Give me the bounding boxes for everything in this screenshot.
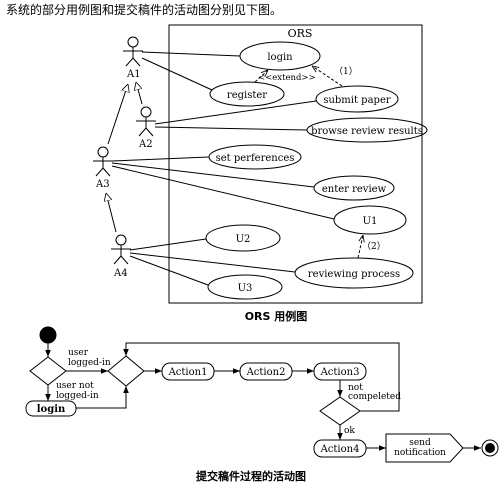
use-case-u3-label: U3: [238, 283, 253, 294]
relation-2-reviewing-u1: [357, 235, 363, 259]
actor-a3-label: A3: [95, 179, 110, 190]
use-case-u3: [207, 274, 283, 300]
activity-login-label: login: [37, 404, 66, 415]
notification-label: notification: [394, 448, 446, 458]
final-node: [481, 439, 499, 457]
relation-1-submit-login: [312, 66, 343, 87]
actor-a2: [136, 106, 156, 137]
guard-not-logged-in-label: logged-in: [56, 391, 99, 401]
use-case-register: [209, 81, 285, 107]
flow-login-merge: [76, 386, 129, 409]
guard-compeleted-label: compeleted: [348, 392, 401, 402]
activity-diagram: user logged-in user not logged-in login …: [25, 326, 499, 483]
assoc-a1-login: [141, 51, 241, 57]
assoc-a4-u3: [129, 255, 209, 286]
relation-1-label: （1）: [334, 66, 358, 77]
use-case-reviewing-process: [294, 257, 414, 289]
guard-logged-in-label: logged-in: [68, 358, 111, 368]
guard-not-label: not: [348, 383, 363, 393]
use-case-u1-label: U1: [363, 216, 378, 227]
actor-a3: [93, 146, 113, 177]
guard-user-label: user: [68, 348, 89, 358]
intro-text: 系统的部分用例图和提交稿件的活动图分别见下图。: [6, 3, 283, 17]
actor-a1-label: A1: [126, 69, 141, 80]
activity-action4-label: Action4: [320, 444, 360, 455]
actor-a4: [111, 234, 131, 265]
extend-register-login: [254, 70, 268, 83]
use-case-login-label: login: [267, 52, 293, 63]
actor-a4-label: A4: [113, 268, 128, 279]
system-boundary: [168, 24, 423, 304]
use-case-submit-paper-label: submit paper: [323, 95, 391, 106]
use-case-set-preferences-label: set perferences: [216, 153, 295, 164]
assoc-a4-u2: [129, 238, 207, 251]
send-signal-notification: [385, 433, 464, 463]
assoc-a2-browse: [154, 126, 308, 131]
guard-user-not-label: user not: [56, 381, 94, 391]
extend-label: <<extend>>: [258, 73, 316, 83]
activity-action1-label: Action1: [168, 367, 208, 378]
use-case-diagram-caption: ORS 用例图: [245, 309, 308, 323]
use-case-u1: [333, 205, 407, 235]
send-label: send: [409, 438, 431, 448]
assoc-a1-register: [141, 57, 213, 91]
assoc-a4-reviewing-process: [129, 252, 296, 273]
initial-node: [39, 326, 57, 344]
assoc-a2-submit-paper: [154, 100, 317, 125]
merge-node: [107, 355, 145, 387]
use-case-browse-review-results-label: browse review results: [311, 126, 423, 137]
generalization-a3-a1: [107, 84, 128, 145]
use-case-u2: [205, 224, 281, 252]
generalization-a2-a1: [136, 82, 143, 105]
relation-2-label: （2）: [362, 241, 386, 252]
use-case-u2-label: U2: [236, 234, 251, 245]
use-case-enter-review: [313, 175, 395, 201]
assoc-a3-enter-review: [111, 162, 315, 188]
activity-action3-label: Action3: [320, 367, 360, 378]
flow-loop-back: [123, 342, 400, 412]
system-name: ORS: [288, 27, 313, 40]
assoc-a3-set-preferences: [111, 156, 210, 162]
use-case-enter-review-label: enter review: [322, 184, 387, 195]
use-case-register-label: register: [227, 90, 267, 101]
assoc-a3-u1: [111, 165, 335, 220]
guard-ok-label: ok: [344, 426, 355, 436]
activity-action2-label: Action2: [246, 367, 286, 378]
activity-diagram-caption: 提交稿件过程的活动图: [196, 469, 306, 483]
use-case-submit-paper: [315, 85, 399, 113]
use-case-diagram: ORS A1 A2 A3: [93, 24, 428, 323]
use-case-reviewing-process-label: reviewing process: [308, 269, 400, 280]
actor-a1: [123, 36, 143, 67]
actor-a2-label: A2: [138, 139, 153, 150]
generalization-a4-a3: [106, 193, 117, 233]
